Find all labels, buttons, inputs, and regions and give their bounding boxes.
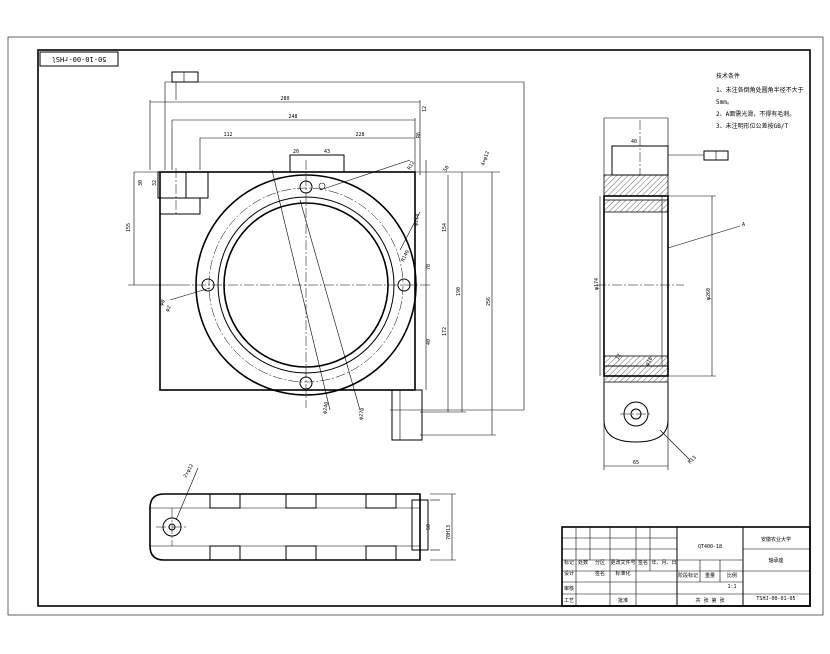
dim-40: 40 [426, 339, 432, 345]
tech-req-line-1: 1、未注各倒角处圆角半径不大于 [716, 86, 804, 94]
dim-280: 280 [280, 96, 289, 102]
tb-approve: 批准 [618, 597, 628, 604]
dim-phi2: φ2 [165, 305, 173, 313]
tb-weight: 重量 [705, 572, 715, 579]
part-name: 轴承座 [768, 557, 783, 564]
dim-50: 50 [443, 165, 451, 173]
tb-count: 处数 [578, 559, 588, 566]
dim-r6: R6 [416, 132, 422, 138]
bottom-dim-2phi12: 2×φ12 [183, 463, 196, 479]
dim-248: 248 [288, 114, 297, 120]
tb-process: 工艺 [564, 598, 574, 604]
dim-12: 12 [422, 106, 428, 112]
school-name: 安徽农业大学 [761, 536, 791, 543]
title-block: QT400-18 安徽农业大学 轴承座 TSHJ-00-01-05 标记 处数 … [561, 526, 811, 607]
side-dim-12: 12 [615, 353, 623, 361]
tb-standardize: 标准化 [615, 570, 630, 577]
dim-30: 30 [138, 180, 144, 186]
corner-code: 50-10-00-rHSl [52, 55, 107, 63]
tech-req-line-2: 5mm。 [716, 99, 733, 106]
outer-border [7, 36, 824, 616]
dim-phi8: φ8 [159, 299, 167, 307]
bottom-view: 2×φ12 50 70H13 [149, 463, 456, 561]
tech-req-line-3: 2、A面需光滑，不得有毛刺。 [716, 110, 795, 118]
flange-body [159, 171, 416, 391]
dim-phi270: φ270 [358, 407, 366, 420]
dim-phi214: φ214 [413, 213, 421, 226]
inner-frame [37, 49, 811, 607]
dim-228: 228 [355, 132, 364, 138]
tb-sheets: 共 张 第 张 [695, 597, 724, 604]
tb-zone: 分区 [595, 559, 605, 566]
dim-155: 155 [126, 223, 132, 232]
dim-32: 32 [152, 180, 158, 186]
tb-date: 年、月、日 [651, 559, 676, 566]
tb-design: 设计 [564, 570, 574, 577]
side-dim-40: 40 [631, 139, 637, 145]
side-top-flange [603, 174, 669, 197]
side-dim-65: 65 [633, 460, 639, 466]
dim-r12: R12 [407, 160, 417, 171]
side-bottom-flange [603, 365, 669, 383]
tb-scale-value: 1:1 [727, 584, 736, 590]
dim-172: 172 [442, 327, 448, 336]
drawing-code: TSHJ-00-01-05 [756, 596, 795, 602]
tech-req-line-4: 3、未注明形位公差按GB/T [716, 122, 788, 130]
corner-code-box: 50-10-00-rHSl [39, 51, 119, 67]
side-dim-phi16: φ16 [645, 356, 655, 367]
dim-70: 70 [426, 264, 432, 270]
dim-r140: R140 [400, 249, 411, 262]
dim-phi240: φ240 [322, 401, 330, 414]
side-label-a: A [742, 222, 745, 228]
tb-review: 审核 [564, 585, 574, 592]
tb-mark: 标记 [564, 559, 574, 566]
side-body [603, 195, 669, 377]
side-dim-phi174: φ174 [594, 278, 600, 290]
side-dim-r13: R13 [687, 455, 698, 466]
dim-20: 20 [293, 149, 299, 155]
top-left-tab [157, 171, 209, 199]
front-view: 280 248 112 228 20 43 12 R6 30 32 155 φ8… [126, 71, 525, 441]
bottom-outline [149, 493, 421, 561]
dim-4phi12: 4×φ12 [480, 150, 491, 166]
dim-43: 43 [324, 149, 330, 155]
dim-256: 256 [486, 297, 492, 306]
side-dim-phi260: φ260 [706, 288, 712, 300]
dim-154: 154 [442, 223, 448, 232]
material: QT400-18 [698, 544, 722, 550]
tb-signature: 签名 [595, 570, 605, 577]
dim-112: 112 [223, 132, 232, 138]
tb-sign: 签名 [638, 559, 648, 566]
side-view: 40 A φ174 φ260 12 65 R13 φ16 [594, 117, 745, 470]
bottom-right-tab [391, 389, 423, 441]
tb-stage-mark: 阶段标记 [678, 572, 698, 579]
dim-190: 190 [456, 287, 462, 296]
technical-requirements: 技术条件 1、未注各倒角处圆角半径不大于 5mm。 2、A面需光滑，不得有毛刺。… [716, 72, 804, 130]
bottom-dim-70h13: 70H13 [446, 525, 452, 540]
tech-req-title: 技术条件 [716, 72, 740, 80]
bottom-dim-50: 50 [426, 524, 432, 530]
tb-doc-no: 更改文件号 [610, 559, 635, 566]
tb-scale: 比例 [727, 572, 737, 579]
